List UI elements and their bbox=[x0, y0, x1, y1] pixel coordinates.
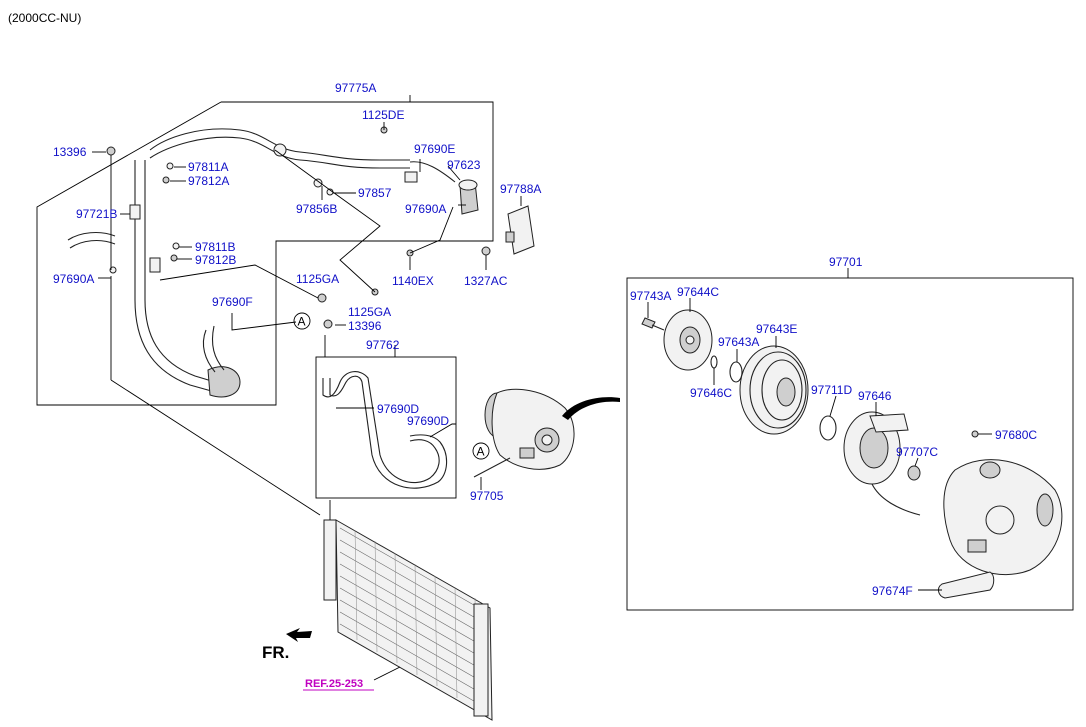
callout-a-upper: A bbox=[293, 312, 311, 330]
label-1140EX: 1140EX bbox=[392, 274, 434, 288]
hose-group-frame bbox=[36, 101, 494, 406]
reference-link[interactable]: REF.25-253 bbox=[303, 666, 401, 691]
label-97646C: 97646C bbox=[690, 386, 732, 400]
label-1125GA-left: 1125GA bbox=[296, 272, 339, 286]
label-97721B: 97721B bbox=[76, 207, 117, 221]
condenser bbox=[110, 276, 493, 721]
label-97680C: 97680C bbox=[995, 428, 1037, 442]
label-1125GA-right: 1125GA bbox=[348, 305, 391, 319]
detail-arrow bbox=[562, 397, 620, 420]
compressor-detail-parts bbox=[641, 298, 1063, 599]
label-97690D-b: 97690D bbox=[407, 414, 449, 428]
callout-a-lower: A bbox=[472, 442, 490, 460]
ref-25-253-link[interactable]: REF.25-253 bbox=[305, 678, 363, 690]
label-13396-lower: 13396 bbox=[348, 319, 382, 333]
pressure-sensor-bracket bbox=[505, 205, 535, 255]
label-97711D: 97711D bbox=[811, 383, 852, 397]
svg-text:A: A bbox=[298, 315, 306, 329]
label-97811A: 97811A bbox=[188, 160, 228, 174]
label-97690E: 97690E bbox=[414, 142, 455, 156]
liquid-tube-group bbox=[315, 335, 482, 499]
label-97705: 97705 bbox=[470, 489, 504, 503]
front-indicator: FR. bbox=[262, 628, 312, 662]
leader-lines bbox=[92, 95, 522, 331]
svg-text:A: A bbox=[477, 445, 485, 459]
label-1125DE: 1125DE bbox=[362, 108, 404, 122]
label-97623: 97623 bbox=[447, 158, 481, 172]
label-1327AC: 1327AC bbox=[464, 274, 508, 288]
label-97701: 97701 bbox=[829, 255, 863, 269]
label-97775A: 97775A bbox=[335, 81, 376, 95]
label-97788A: 97788A bbox=[500, 182, 541, 196]
label-97674F: 97674F bbox=[872, 584, 913, 598]
label-97690D-a: 97690D bbox=[377, 402, 419, 416]
label-97646: 97646 bbox=[858, 389, 892, 403]
label-97857: 97857 bbox=[358, 186, 392, 200]
label-97812B: 97812B bbox=[195, 253, 236, 267]
label-97811B: 97811B bbox=[195, 240, 235, 254]
compressor-center bbox=[473, 388, 575, 478]
label-97856B: 97856B bbox=[296, 202, 337, 216]
label-97707C: 97707C bbox=[896, 445, 938, 459]
compressor-detail-frame bbox=[626, 268, 1074, 611]
suction-discharge-hoses bbox=[67, 128, 479, 398]
fasteners bbox=[106, 126, 491, 329]
engine-variant-note: (2000CC-NU) bbox=[8, 11, 81, 25]
label-97643A: 97643A bbox=[718, 335, 759, 349]
label-97812A: 97812A bbox=[188, 174, 229, 188]
part-labels: 97775A 1125DE 13396 97811A 97812A 97690E… bbox=[53, 81, 1037, 598]
label-13396-upper: 13396 bbox=[53, 145, 87, 159]
label-97690A-lower: 97690A bbox=[53, 272, 94, 286]
label-97644C: 97644C bbox=[677, 285, 719, 299]
front-label: FR. bbox=[262, 643, 289, 662]
label-97690A-upper: 97690A bbox=[405, 202, 446, 216]
label-97743A: 97743A bbox=[630, 289, 671, 303]
label-97762: 97762 bbox=[366, 338, 400, 352]
label-97690F: 97690F bbox=[212, 295, 253, 309]
label-97643E: 97643E bbox=[756, 322, 797, 336]
